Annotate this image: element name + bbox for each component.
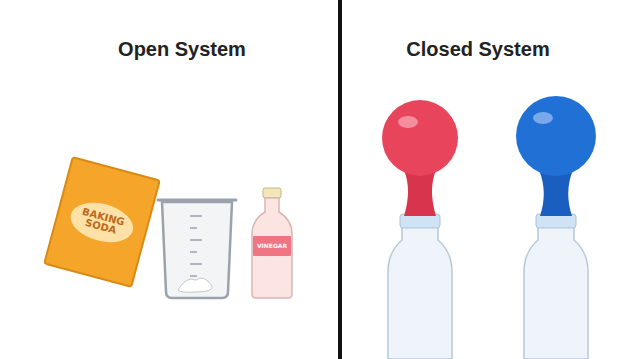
measure-tick [190, 275, 197, 277]
beaker [158, 200, 236, 298]
product-label-text: VINEGAR [257, 243, 287, 249]
section-heading: Closed System [406, 38, 549, 61]
divider-line [338, 0, 342, 359]
baking-soda-box: BAKING SODA [43, 156, 161, 288]
measure-tick [190, 227, 197, 229]
blue-balloon-bottle [516, 96, 596, 359]
measure-tick [190, 215, 202, 217]
measure-tick [190, 251, 197, 253]
measure-tick [190, 263, 202, 265]
section-heading: Open System [118, 38, 246, 61]
product-label-text: BAKING SODA [66, 196, 137, 248]
powder [178, 278, 212, 292]
measure-tick [190, 239, 202, 241]
vinegar-label: VINEGAR [253, 236, 291, 256]
red-balloon-bottle [382, 100, 458, 359]
vinegar-bottle [252, 188, 292, 298]
